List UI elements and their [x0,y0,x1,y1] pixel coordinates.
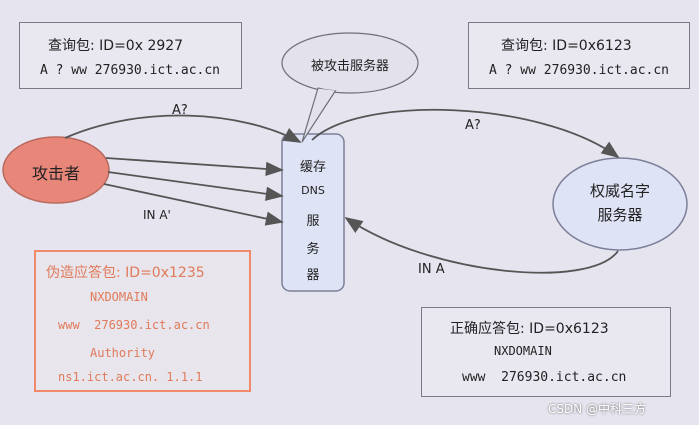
arrow-authority-answer [344,216,619,274]
authority-server-line1: 权威名字 [589,182,650,200]
arrow-forged-2 [107,171,284,201]
query-left-line2: A ? ww 276930.ict.ac.cn [40,63,221,78]
dns-server-line3: 服 [306,214,320,229]
attacker-label: 攻击者 [31,164,80,183]
label-forged: IN A' [143,208,171,222]
forged-line2: NXDOMAIN [90,290,148,304]
query-box-right: 查询包: ID=0x6123 A ? ww 276930.ict.ac.cn [468,22,690,89]
dns-server-line5: 器 [306,268,320,283]
authority-server-line2: 服务器 [597,206,643,224]
correct-line1: 正确应答包: ID=0x6123 [450,321,609,337]
authority-server-node [552,157,688,251]
correct-answer-box: 正确应答包: ID=0x6123 NXDOMAIN www 276930.ict… [421,307,671,397]
attacked-bubble-shape [281,32,419,143]
label-right-query: A? [465,118,481,133]
label-left-query: A? [172,103,188,118]
dns-server-line4: 务 [306,242,320,257]
forged-line4: Authority [90,346,156,360]
attacker-node [2,136,110,204]
correct-line3: www 276930.ict.ac.cn [462,370,627,385]
arrow-forged-3 [103,183,284,226]
forged-line5: ns1.ict.ac.cn. 1.1.1 [58,370,203,384]
query-right-line2: A ? ww 276930.ict.ac.cn [489,63,670,78]
query-left-line1: 查询包: ID=0x 2927 [48,38,184,54]
attacked-bubble-label: 被攻击服务器 [310,59,389,74]
forged-line1: 伪造应答包: ID=0x1235 [46,265,205,281]
forged-answer-box: 伪造应答包: ID=0x1235 NXDOMAIN www 276930.ict… [34,250,251,392]
query-right-line1: 查询包: ID=0x6123 [501,38,632,54]
arrow-attacker-query [64,114,302,143]
dns-server-line2: DNS [301,184,325,197]
arrow-forged-1 [105,157,284,177]
arrow-dns-to-authority [311,108,620,159]
dns-server-line1: 缓存 [299,160,326,175]
watermark: CSDN @中科三方 [548,402,647,416]
query-box-left: 查询包: ID=0x 2927 A ? ww 276930.ict.ac.cn [19,22,242,89]
correct-line2: NXDOMAIN [494,344,552,358]
forged-line3: www 276930.ict.ac.cn [58,318,210,332]
label-correct: IN A [418,262,445,277]
